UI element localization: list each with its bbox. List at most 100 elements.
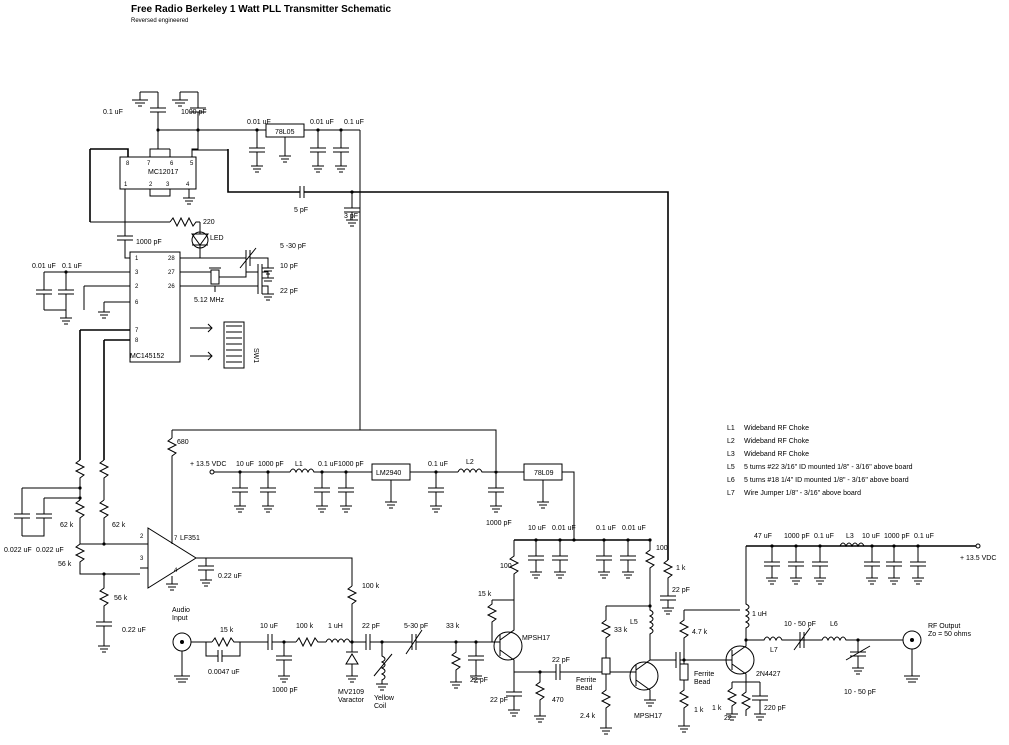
label-0-1uF-k: 0.1 uF bbox=[596, 525, 616, 532]
mc145152-pin-1: 1 bbox=[135, 256, 139, 262]
transistor-mpsh17-b bbox=[629, 661, 659, 691]
pll-section: 220 LED 1000 pF MC145152 1 3 2 6 7 8 28 … bbox=[32, 216, 306, 460]
label-0-01uF-c: 0.01 uF bbox=[310, 119, 334, 126]
opamp-pin-3: 3 bbox=[140, 556, 144, 562]
label-15k-b: 15 k bbox=[478, 591, 492, 598]
mc12017-pin-7: 7 bbox=[147, 161, 151, 167]
label-2n4427: 2N4427 bbox=[756, 671, 781, 678]
label-top-0-1uF: 0.1 uF bbox=[103, 109, 123, 116]
label-680: 680 bbox=[177, 439, 189, 446]
legend-ref-l6: L6 bbox=[727, 477, 735, 484]
label-0-0047uF: 0.0047 uF bbox=[208, 669, 240, 676]
label-22pF-d: 22 pF bbox=[490, 697, 508, 704]
dip-switch-sw1 bbox=[223, 321, 245, 369]
label-0-01uF-b: 0.01 uF bbox=[247, 119, 271, 126]
label-vdc-right: + 13.5 VDC bbox=[960, 555, 996, 562]
label-5pF: 5 pF bbox=[294, 207, 308, 214]
label-22pF-a: 22 pF bbox=[280, 288, 298, 295]
legend-desc-l7: Wire Jumper 1/8" - 3/16" above board bbox=[744, 490, 861, 497]
regulator-78l09-label: 78L09 bbox=[534, 470, 554, 477]
label-100: 100 bbox=[500, 563, 512, 570]
label-vdc-in: + 13.5 VDC bbox=[190, 461, 226, 468]
label-3pF: 3 pF bbox=[344, 213, 358, 220]
legend-ref-l7: L7 bbox=[727, 490, 735, 497]
label-0-1uF-f: 0.1 uF bbox=[62, 263, 82, 270]
audio-section: 62 k 62 k 0.022 uF 0.022 uF 56 k 56 k 0.… bbox=[4, 459, 492, 710]
label-10uF-a: 10 uF bbox=[236, 461, 254, 468]
mc12017-pin-2: 2 bbox=[149, 182, 153, 188]
mc12017-pin-3: 3 bbox=[166, 182, 170, 188]
label-1000pF-f: 1000 pF bbox=[272, 687, 298, 694]
mc145152-pin-28: 28 bbox=[168, 256, 175, 262]
label-1000pF-e: 1000 pF bbox=[486, 520, 512, 527]
opamp-pin-7: 7 bbox=[174, 536, 178, 542]
label-56k-b: 56 k bbox=[114, 595, 128, 602]
label-0-01uF-e: 0.01 uF bbox=[32, 263, 56, 270]
mc145152-pin-2: 2 bbox=[135, 284, 139, 290]
label-0-022uF-b: 0.022 uF bbox=[36, 547, 64, 554]
label-56k-a: 56 k bbox=[58, 561, 72, 568]
label-1k-c: 1 k bbox=[712, 705, 722, 712]
schematic-subtitle: Reversed engineered bbox=[131, 18, 188, 24]
label-10uF-d: 10 uF bbox=[260, 623, 278, 630]
label-62k-a: 62 k bbox=[60, 522, 74, 529]
label-mpsh17-b: MPSH17 bbox=[634, 713, 662, 720]
label-1000pF-g: 1000 pF bbox=[784, 533, 810, 540]
legend-ref-l1: L1 bbox=[727, 425, 735, 432]
label-0-1uF-n: 0.1 uF bbox=[914, 533, 934, 540]
label-1000pF-d: 1000 pF bbox=[338, 461, 364, 468]
ic-mc12017-label: MC12017 bbox=[148, 169, 178, 176]
label-220pF: 220 pF bbox=[764, 705, 786, 712]
opamp-pin-2: 2 bbox=[140, 534, 144, 540]
label-470: 470 bbox=[552, 697, 564, 704]
prescaler-section: 0.1 uF 1000 pF 78L05 0.01 uF 0.01 uF 0.1… bbox=[89, 91, 669, 560]
label-0-22uF-out: 0.22 uF bbox=[218, 573, 242, 580]
label-0-1uF-g: 0.1 uF bbox=[318, 461, 338, 468]
label-100k-a: 100 k bbox=[362, 583, 380, 590]
label-220: 220 bbox=[203, 219, 215, 226]
label-1k-a: 1 k bbox=[676, 565, 686, 572]
label-mpsh17-a: MPSH17 bbox=[522, 635, 550, 642]
label-sw1: SW1 bbox=[252, 348, 259, 363]
label-0-22uF-bot: 0.22 uF bbox=[122, 627, 146, 634]
label-10-50pF-b: 10 - 50 pF bbox=[844, 689, 876, 696]
label-l7: L7 bbox=[770, 647, 778, 654]
label-top-1000pF: 1000 pF bbox=[181, 109, 207, 116]
label-22pF-c: 22 pF bbox=[470, 677, 488, 684]
mc12017-pin-4: 4 bbox=[186, 182, 190, 188]
legend-desc-l3: Wideband RF Choke bbox=[744, 451, 809, 458]
label-5-12MHz: 5.12 MHz bbox=[194, 297, 224, 304]
ic-mc145152-label: MC145152 bbox=[130, 353, 164, 360]
mc12017-pin-8: 8 bbox=[126, 161, 130, 167]
label-0-1uF-h: 0.1 uF bbox=[428, 461, 448, 468]
label-1uH-a: 1 uH bbox=[328, 623, 343, 630]
label-4-7k: 4.7 k bbox=[692, 629, 708, 636]
regulator-78l05-label: 78L05 bbox=[275, 129, 295, 136]
label-l3: L3 bbox=[846, 533, 854, 540]
label-1000pF-b: 1000 pF bbox=[136, 239, 162, 246]
label-l5: L5 bbox=[630, 619, 638, 626]
label-l2: L2 bbox=[466, 459, 474, 466]
legend-ref-l3: L3 bbox=[727, 451, 735, 458]
label-1uH-b: 1 uH bbox=[752, 611, 767, 618]
label-l6: L6 bbox=[830, 621, 838, 628]
schematic-title: Free Radio Berkeley 1 Watt PLL Transmitt… bbox=[131, 4, 392, 15]
mc145152-pin-27: 27 bbox=[168, 270, 175, 276]
label-33k-a: 33 k bbox=[446, 623, 460, 630]
rf-section: 100 15 k MPSH17 22 pF 22 pF 470 22 pF Fe… bbox=[468, 533, 996, 735]
label-10uF-e: 10 uF bbox=[862, 533, 880, 540]
mc12017-pin-1: 1 bbox=[124, 182, 128, 188]
label-0-01uF-l: 0.01 uF bbox=[622, 525, 646, 532]
label-0-01uF-j: 0.01 uF bbox=[552, 525, 576, 532]
legend-ref-l2: L2 bbox=[727, 438, 735, 445]
label-l1: L1 bbox=[295, 461, 303, 468]
transistor-mpsh17-a bbox=[493, 631, 523, 661]
label-1000pF-h: 1000 pF bbox=[884, 533, 910, 540]
label-62k-b: 62 k bbox=[112, 522, 126, 529]
legend-desc-l5: 5 turns #22 3/16" ID mounted 1/8" - 3/16… bbox=[744, 464, 913, 471]
mc145152-pin-3: 3 bbox=[135, 270, 139, 276]
